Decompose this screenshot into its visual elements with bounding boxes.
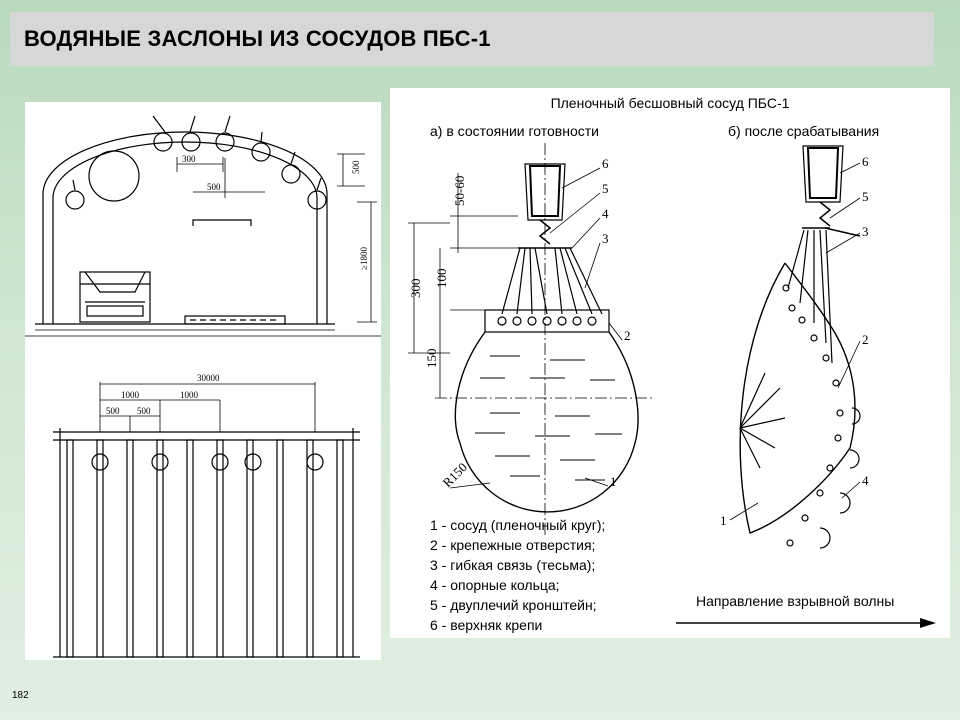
callout-b-1: 1 xyxy=(720,513,727,528)
dim-100: 100 xyxy=(434,269,449,289)
callout-b-3: 3 xyxy=(862,224,869,239)
dim-30000: 30000 xyxy=(197,373,220,383)
dim-500-horizontal: 500 xyxy=(207,182,221,192)
wave-direction-arrow xyxy=(676,618,936,628)
callout-a-5: 5 xyxy=(602,181,609,196)
bracket xyxy=(192,219,252,226)
tunnel-drawing: 300 500 500 ≥1800 30000 1000 1000 500 50… xyxy=(25,115,381,658)
tunnel-arch-inner xyxy=(52,141,318,324)
dim-1000-a: 1000 xyxy=(121,390,140,400)
double-arm-bracket xyxy=(538,219,552,245)
slide-title: ВОДЯНЫЕ ЗАСЛОНЫ ИЗ СОСУДОВ ПБС-1 xyxy=(24,26,491,51)
callouts-a: 6 5 4 3 2 1 xyxy=(602,156,631,489)
callout-b-4: 4 xyxy=(862,473,869,488)
mounting-holes xyxy=(497,316,597,326)
callout-a-4: 4 xyxy=(602,206,609,221)
callout-a-6: 6 xyxy=(602,156,609,171)
roof-bar xyxy=(528,165,562,217)
film-vessel xyxy=(454,331,639,513)
title-bar: ВОДЯНЫЕ ЗАСЛОНЫ ИЗ СОСУДОВ ПБС-1 xyxy=(10,12,934,66)
vessel-drawing: Пленочный бесшовный сосуд ПБС-1 а) в сос… xyxy=(408,95,936,633)
legend: 1 - сосуд (пленочный круг); 2 - крепежны… xyxy=(430,517,605,633)
arch-vessels xyxy=(65,115,327,210)
dim-50-60: 50-60 xyxy=(452,176,467,206)
vessel-triggered-state xyxy=(729,145,861,549)
callouts-b: 6 5 3 2 4 1 xyxy=(720,154,869,528)
legend-item-5: 5 - двуплечий кронштейн; xyxy=(430,597,597,613)
tunnel-drawing-panel: 300 500 500 ≥1800 30000 1000 1000 500 50… xyxy=(25,102,381,660)
dim-150: 150 xyxy=(424,349,439,369)
rail-track xyxy=(184,315,286,325)
legend-item-2: 2 - крепежные отверстия; xyxy=(430,537,595,553)
mounting-strip xyxy=(484,309,610,333)
conveyor xyxy=(79,271,151,323)
legend-item-1: 1 - сосуд (пленочный круг); xyxy=(430,517,605,533)
callout-a-1: 1 xyxy=(610,474,617,489)
dim-500-vertical: 500 xyxy=(351,160,361,174)
state-a-label: а) в состоянии готовности xyxy=(430,123,599,139)
vessel-ready-state xyxy=(408,143,655,538)
state-b-label: б) после срабатывания xyxy=(728,123,879,139)
tunnel-arch xyxy=(42,131,328,324)
page-number: 182 xyxy=(12,690,29,701)
vent-duct xyxy=(88,150,140,202)
dim-500-a: 500 xyxy=(106,406,120,416)
legend-item-3: 3 - гибкая связь (тесьма); xyxy=(430,557,595,573)
dim-radius: R150 xyxy=(440,460,471,491)
dim-500-b: 500 xyxy=(137,406,151,416)
dim-1000-b: 1000 xyxy=(180,390,199,400)
callout-b-5: 5 xyxy=(862,189,869,204)
vessel-drawing-panel: Пленочный бесшовный сосуд ПБС-1 а) в сос… xyxy=(390,88,950,638)
vessel-title: Пленочный бесшовный сосуд ПБС-1 xyxy=(551,95,790,111)
callout-a-3: 3 xyxy=(602,231,609,246)
callout-b-2: 2 xyxy=(862,332,869,347)
legend-item-6: 6 - верхняк крепи xyxy=(430,617,542,633)
wave-direction-label: Направление взрывной волны xyxy=(696,593,894,609)
callout-a-2: 2 xyxy=(624,328,631,343)
callout-b-6: 6 xyxy=(862,154,869,169)
legend-item-4: 4 - опорные кольца; xyxy=(430,577,560,593)
water-lines xyxy=(475,355,622,481)
dim-height: ≥1800 xyxy=(359,247,369,270)
dim-300-vessel: 300 xyxy=(408,279,423,299)
plan-view xyxy=(53,382,360,658)
tape-straps xyxy=(501,247,603,315)
dim-300: 300 xyxy=(182,154,196,164)
